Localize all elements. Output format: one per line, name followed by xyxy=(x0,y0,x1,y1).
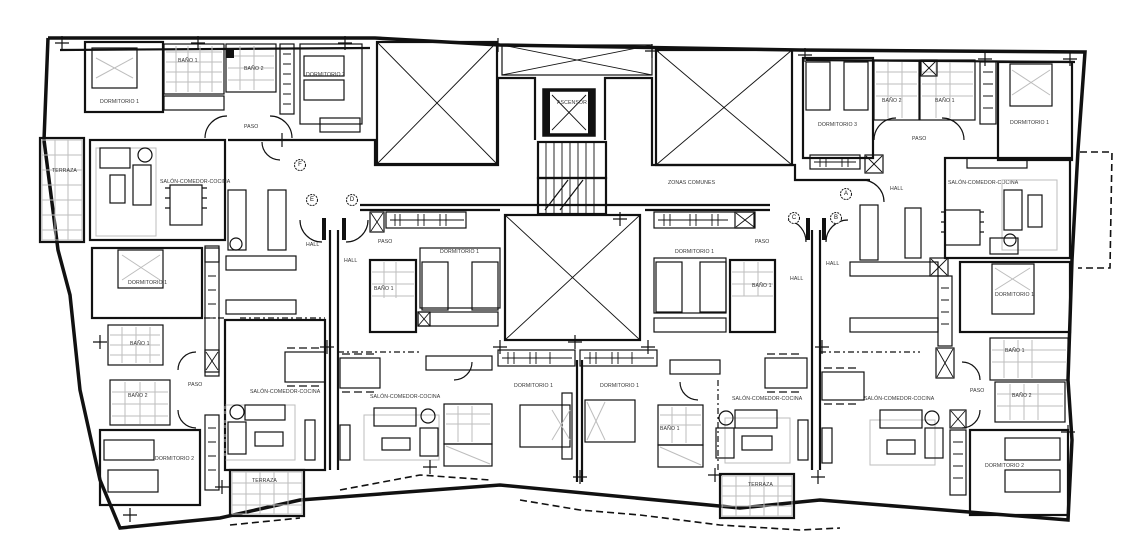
label-f-paso: PASO xyxy=(244,124,258,130)
light-well-ne xyxy=(654,48,794,167)
unit-marker-e: E xyxy=(306,194,318,206)
label-f-bano-1: BAÑO 1 xyxy=(178,57,198,64)
label-c-bano-1: BAÑO 1 xyxy=(752,282,772,289)
label-c-paso: PASO xyxy=(755,239,769,245)
label-b-salon: SALÓN-COMEDOR-COCINA xyxy=(864,395,935,402)
apartment-e: DORMITORIO 1 BAÑO 1 BAÑO 2 PASO DORMITOR… xyxy=(90,245,327,518)
corridor-walls xyxy=(228,76,870,470)
label-d-paso: PASO xyxy=(378,239,392,245)
label-f-terraza: TERRAZA xyxy=(52,168,77,174)
apartment-a: DORMITORIO 3 BAÑO 2 BAÑO 1 DORMITORIO 1 … xyxy=(801,56,1074,261)
label-zonas-comunes: ZONAS COMUNES xyxy=(668,180,716,186)
label-e-salon: SALÓN-COMEDOR-COCINA xyxy=(250,388,321,395)
label-e-terraza: TERRAZA xyxy=(252,478,277,484)
label-e-dormitorio-1: DORMITORIO 1 xyxy=(128,280,167,286)
label-a-dormitorio-3: DORMITORIO 3 xyxy=(818,122,857,128)
svg-text:C: C xyxy=(792,215,797,221)
label-a-hall: HALL xyxy=(890,186,903,192)
svg-text:D: D xyxy=(350,197,355,203)
unit-marker-a: A xyxy=(840,188,852,200)
label-hall-right-1: HALL xyxy=(790,276,803,282)
unit-marker-d: D xyxy=(346,194,358,206)
label-hall-right-2: HALL xyxy=(826,261,839,267)
light-well-top-strip xyxy=(501,44,653,76)
label-d-dormitorio-main: DORMITORIO 1 xyxy=(514,383,553,389)
label-hall-left-1: HALL xyxy=(306,242,319,248)
apartment-f: DORMITORIO 1 BAÑO 1 BAÑO 2 DORMITORIO 2 … xyxy=(38,40,363,251)
unit-markers: F E D C B A xyxy=(294,159,852,224)
svg-text:A: A xyxy=(844,191,848,197)
division-lines xyxy=(92,317,1068,470)
svg-text:F: F xyxy=(298,162,302,168)
label-a-bano-1: BAÑO 1 xyxy=(935,97,955,104)
unit-marker-b: B xyxy=(830,212,842,224)
unit-marker-f: F xyxy=(294,159,306,171)
label-a-bano-2: BAÑO 2 xyxy=(882,97,902,104)
apartment-c: PASO DORMITORIO 1 BAÑO 1 HALL HALL BAÑO … xyxy=(653,211,849,520)
label-f-bano-2: BAÑO 2 xyxy=(244,65,264,72)
label-b-dormitorio-1: DORMITORIO 1 xyxy=(995,292,1034,298)
label-c-terraza: TERRAZA xyxy=(748,482,773,488)
svg-text:B: B xyxy=(834,215,838,221)
light-well-nw xyxy=(375,40,499,166)
label-a-paso: PASO xyxy=(912,136,926,142)
label-a-salon: SALÓN-COMEDOR-COCINA xyxy=(948,179,1019,186)
svg-text:E: E xyxy=(310,197,314,203)
label-b-bano-1: BAÑO 1 xyxy=(1005,347,1025,354)
label-c-bano-1b: BAÑO 1 xyxy=(660,425,680,432)
label-e-bano-2: BAÑO 2 xyxy=(128,392,148,399)
label-b-dormitorio-2: DORMITORIO 2 xyxy=(985,463,1024,469)
label-f-dormitorio-2: DORMITORIO 2 xyxy=(306,72,345,78)
label-b-bano-2: BAÑO 2 xyxy=(1012,392,1032,399)
elevator-label: ASCENSOR xyxy=(557,100,587,106)
label-b-paso: PASO xyxy=(970,388,984,394)
apartment-b: DORMITORIO 1 BAÑO 1 BAÑO 2 PASO DORMITOR… xyxy=(821,257,1072,517)
unit-marker-c: C xyxy=(788,212,800,224)
label-f-dormitorio-1: DORMITORIO 1 xyxy=(100,99,139,105)
left-hall: HALL HALL xyxy=(299,218,369,264)
label-e-dormitorio-2: DORMITORIO 2 xyxy=(155,456,194,462)
label-d-salon: SALÓN-COMEDOR-COCINA xyxy=(370,393,441,400)
label-f-salon: SALÓN-COMEDOR-COCINA xyxy=(160,178,231,185)
elevator-shaft: ASCENSOR xyxy=(542,88,596,137)
apartment-d: PASO DORMITORIO 1 BAÑO 1 SALÓN-COMEDOR-C… xyxy=(339,211,501,467)
label-a-dormitorio-1: DORMITORIO 1 xyxy=(1010,120,1049,126)
label-c-dormitorio-1: DORMITORIO 1 xyxy=(675,249,714,255)
label-c-salon: SALÓN-COMEDOR-COCINA xyxy=(732,395,803,402)
label-e-paso: PASO xyxy=(188,382,202,388)
label-e-bano-1: BAÑO 1 xyxy=(130,340,150,347)
label-hall-left-2: HALL xyxy=(344,258,357,264)
balcony-outlines xyxy=(229,151,1113,531)
center-bedrooms: DORMITORIO 1 DORMITORIO 1 xyxy=(497,349,658,482)
staircase xyxy=(536,140,608,216)
label-c-dormitorio-main: DORMITORIO 1 xyxy=(600,383,639,389)
label-d-bano-1: BAÑO 1 xyxy=(374,285,394,292)
light-well-center xyxy=(503,213,642,342)
structural-columns xyxy=(55,36,1077,522)
label-d-dormitorio-1: DORMITORIO 1 xyxy=(440,249,479,255)
